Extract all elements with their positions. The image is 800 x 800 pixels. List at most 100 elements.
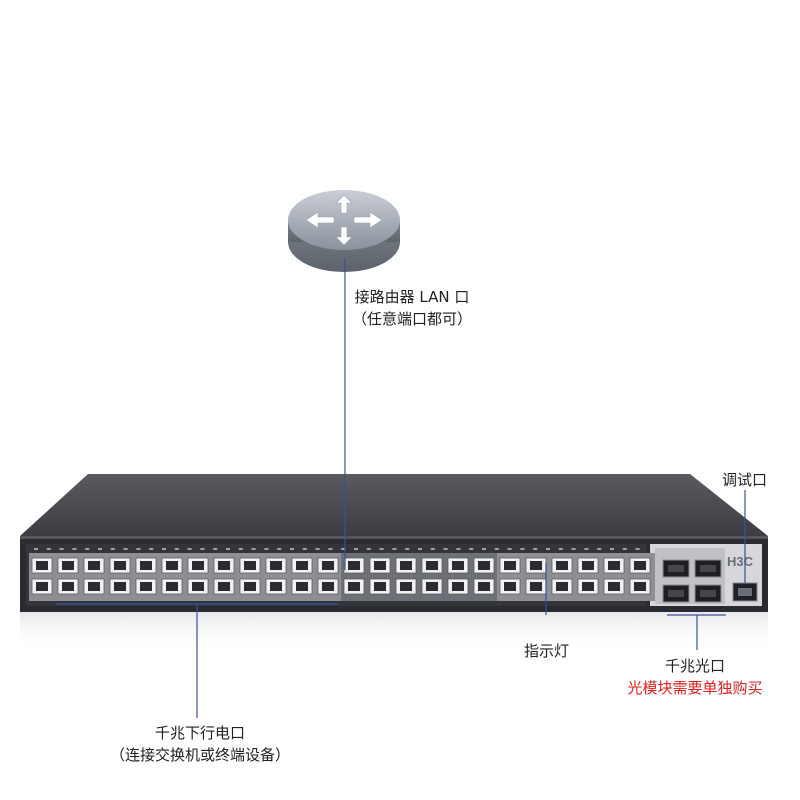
indicator-led: [136, 548, 141, 550]
rj45-port-opening: [400, 582, 412, 591]
sfp-label-line1: 千兆光口: [664, 657, 725, 675]
rj45-port-opening: [530, 582, 542, 591]
rj45-port-opening: [36, 561, 48, 570]
rj45-port-opening: [478, 561, 490, 570]
sfp-slot-inner: [668, 565, 684, 572]
rj45-port-opening: [608, 582, 620, 591]
rj45-port-opening: [634, 561, 646, 570]
indicator-led: [507, 548, 512, 550]
sfp-slot-inner: [700, 590, 716, 597]
router-label-line2: （任意端口都可）: [352, 310, 473, 328]
rj45-port-opening: [192, 561, 204, 570]
indicator-led: [59, 548, 64, 550]
rj45-port-opening: [452, 582, 464, 591]
router-icon: [288, 190, 400, 272]
indicator-led: [238, 548, 243, 550]
rj45-port-opening: [88, 561, 100, 570]
indicator-led: [533, 548, 538, 550]
indicator-led: [226, 548, 230, 550]
rj45-port-opening: [88, 582, 100, 591]
rj45-port-opening: [140, 561, 152, 570]
rj45-port-opening: [62, 561, 74, 570]
rj45-port-opening: [478, 582, 490, 591]
copper-ports: [29, 548, 655, 601]
indicator-led: [85, 548, 90, 550]
indicator-led: [584, 548, 589, 550]
indicator-led: [264, 548, 269, 550]
indicator-led: [123, 548, 128, 550]
rj45-port-opening: [296, 561, 308, 570]
rj45-port-opening: [36, 582, 48, 591]
copper-label-line1: 千兆下行电口: [154, 724, 245, 742]
port-group: [497, 553, 655, 601]
indicator-led: [34, 548, 38, 550]
rj45-port-opening: [192, 582, 204, 591]
rj45-port-opening: [374, 561, 386, 570]
rj45-port-opening: [140, 582, 152, 591]
indicator-led: [251, 548, 256, 550]
indicator-led: [558, 548, 563, 550]
port-group: [29, 553, 187, 601]
indicator-led: [110, 548, 115, 550]
rj45-port-opening: [114, 561, 126, 570]
rj45-port-opening: [608, 561, 620, 570]
indicator-led: [187, 548, 192, 550]
indicator-led: [456, 548, 461, 550]
rj45-port-opening: [530, 561, 542, 570]
indicator-led: [379, 548, 384, 550]
rj45-port-opening: [166, 561, 178, 570]
indicator-led: [290, 548, 294, 550]
indicator-led: [597, 548, 602, 550]
rj45-port-opening: [400, 561, 412, 570]
indicator-led: [494, 548, 499, 550]
rj45-port-opening: [218, 582, 230, 591]
indicator-led: [366, 548, 371, 550]
console-label: 调试口: [722, 471, 768, 489]
rj45-port-opening: [556, 582, 568, 591]
sfp-ports: [662, 559, 722, 603]
rj45-port-opening: [322, 582, 334, 591]
indicator-led: [341, 548, 346, 550]
port-group: [185, 553, 343, 601]
rj45-port-opening: [452, 561, 464, 570]
indicator-led: [405, 548, 410, 550]
indicator-led: [546, 548, 550, 550]
indicator-led: [482, 548, 486, 550]
indicator-led: [622, 548, 627, 550]
indicator-label: 指示灯: [524, 642, 570, 660]
rj45-port-opening: [634, 582, 646, 591]
indicator-led: [174, 548, 179, 550]
sfp-slot-inner: [700, 565, 716, 572]
brand-logo: H3C: [727, 554, 754, 569]
indicator-led: [72, 548, 77, 550]
indicator-led: [200, 548, 205, 550]
indicator-led: [443, 548, 448, 550]
rj45-port-opening: [582, 561, 594, 570]
rj45-port-opening: [556, 561, 568, 570]
rj45-port-opening: [426, 561, 438, 570]
indicator-led: [277, 548, 282, 550]
indicator-led: [354, 548, 358, 550]
rj45-port-opening: [348, 561, 360, 570]
rj45-port-opening: [504, 561, 516, 570]
indicator-led: [635, 548, 640, 550]
rj45-port-opening: [296, 582, 308, 591]
rj45-port-opening: [62, 582, 74, 591]
leader-lines: [56, 258, 746, 718]
copper-label: 千兆下行电口 （连接交换机或终端设备）: [80, 722, 320, 766]
indicator-led: [418, 548, 422, 550]
indicator-led: [162, 548, 166, 550]
rj45-port-opening: [244, 582, 256, 591]
indicator-led: [149, 548, 154, 550]
indicator-led: [302, 548, 307, 550]
rj45-port-opening: [218, 561, 230, 570]
port-group: [341, 553, 499, 601]
indicator-led: [520, 548, 525, 550]
copper-label-line2: （连接交换机或终端设备）: [109, 746, 290, 764]
indicator-led: [430, 548, 435, 550]
indicator-led: [469, 548, 474, 550]
indicator-led: [213, 548, 218, 550]
rj45-port-opening: [582, 582, 594, 591]
